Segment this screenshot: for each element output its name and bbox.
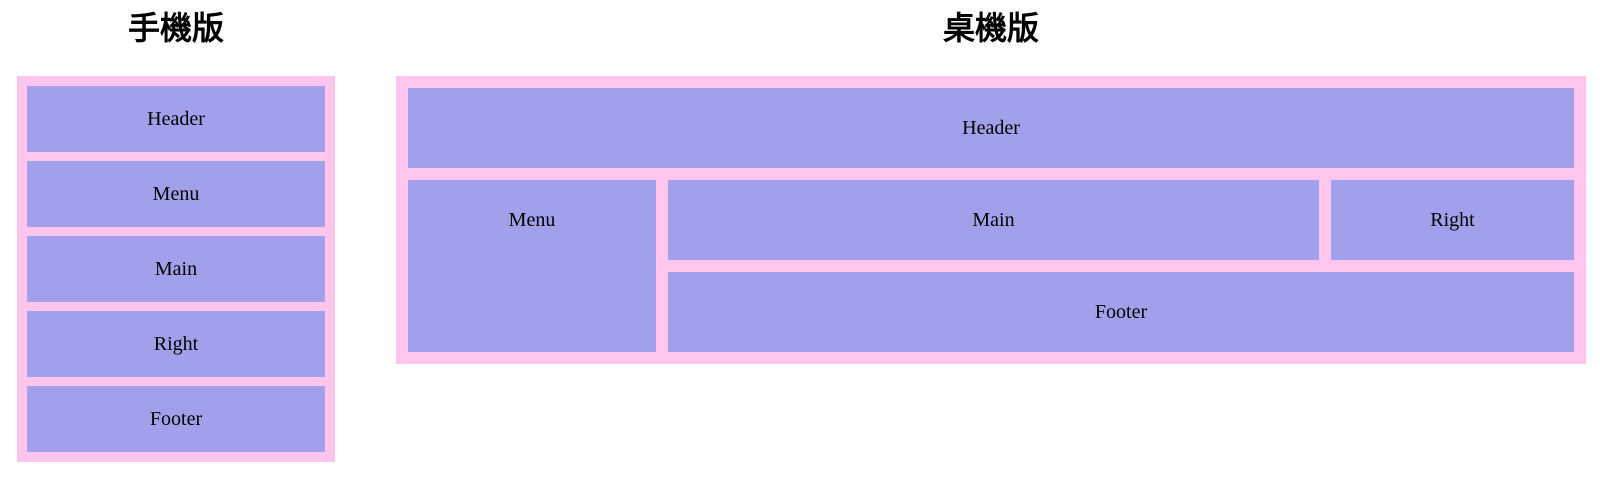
desktop-layout-panel: 桌機版 Header Menu Main Right Footer bbox=[396, 10, 1586, 364]
mobile-right-block: Right bbox=[27, 311, 325, 377]
desktop-header-block: Header bbox=[408, 88, 1574, 168]
mobile-main-block: Main bbox=[27, 236, 325, 302]
mobile-footer-block: Footer bbox=[27, 386, 325, 452]
mobile-header-block: Header bbox=[27, 86, 325, 152]
mobile-menu-block: Menu bbox=[27, 161, 325, 227]
desktop-grid-container: Header Menu Main Right Footer bbox=[396, 76, 1586, 364]
desktop-menu-block: Menu bbox=[408, 180, 656, 352]
mobile-layout-title: 手機版 bbox=[127, 10, 224, 46]
mobile-layout-panel: 手機版 Header Menu Main Right Footer bbox=[17, 10, 335, 462]
mobile-grid-container: Header Menu Main Right Footer bbox=[17, 76, 335, 462]
desktop-main-block: Main bbox=[668, 180, 1319, 260]
desktop-footer-block: Footer bbox=[668, 272, 1574, 352]
desktop-right-block: Right bbox=[1331, 180, 1574, 260]
desktop-layout-title: 桌機版 bbox=[942, 10, 1039, 46]
